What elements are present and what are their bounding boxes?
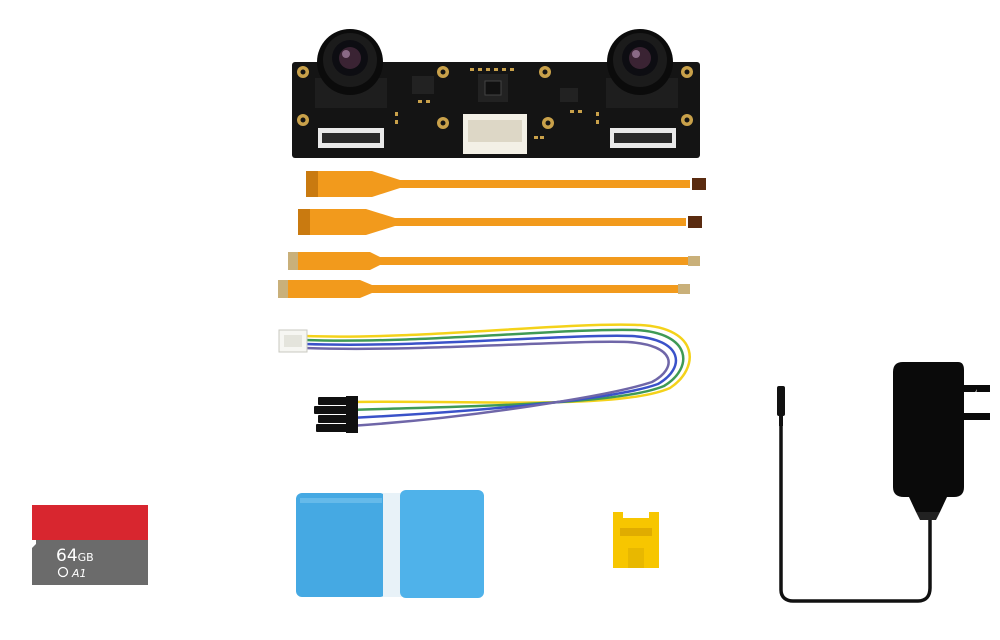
- lightning-icon: [970, 389, 981, 413]
- flex-cable: [278, 280, 690, 298]
- jumper-cap: [613, 512, 659, 568]
- flex-cable: [306, 171, 706, 197]
- flex-cable: [298, 209, 702, 235]
- stereo-camera-board: [292, 29, 700, 158]
- power-adapter: [777, 362, 990, 603]
- sd-card-capacity: 64GB: [56, 546, 94, 566]
- sd-card-capacity-number: 64: [56, 546, 78, 566]
- microsd-card: 64GB A1: [32, 505, 148, 585]
- camera-lens-icon: [606, 29, 678, 108]
- flex-cable: [288, 252, 700, 270]
- speed-class-icon: [57, 566, 69, 578]
- dupont-connectors: [314, 396, 358, 433]
- camera-lens-icon: [315, 29, 387, 108]
- thermal-pads: [296, 490, 484, 598]
- sd-card-speed-class: A1: [71, 567, 87, 580]
- cable-connector-white: [278, 329, 308, 353]
- sd-card-capacity-unit: GB: [78, 551, 94, 564]
- jumper-wire-cable: [303, 323, 691, 428]
